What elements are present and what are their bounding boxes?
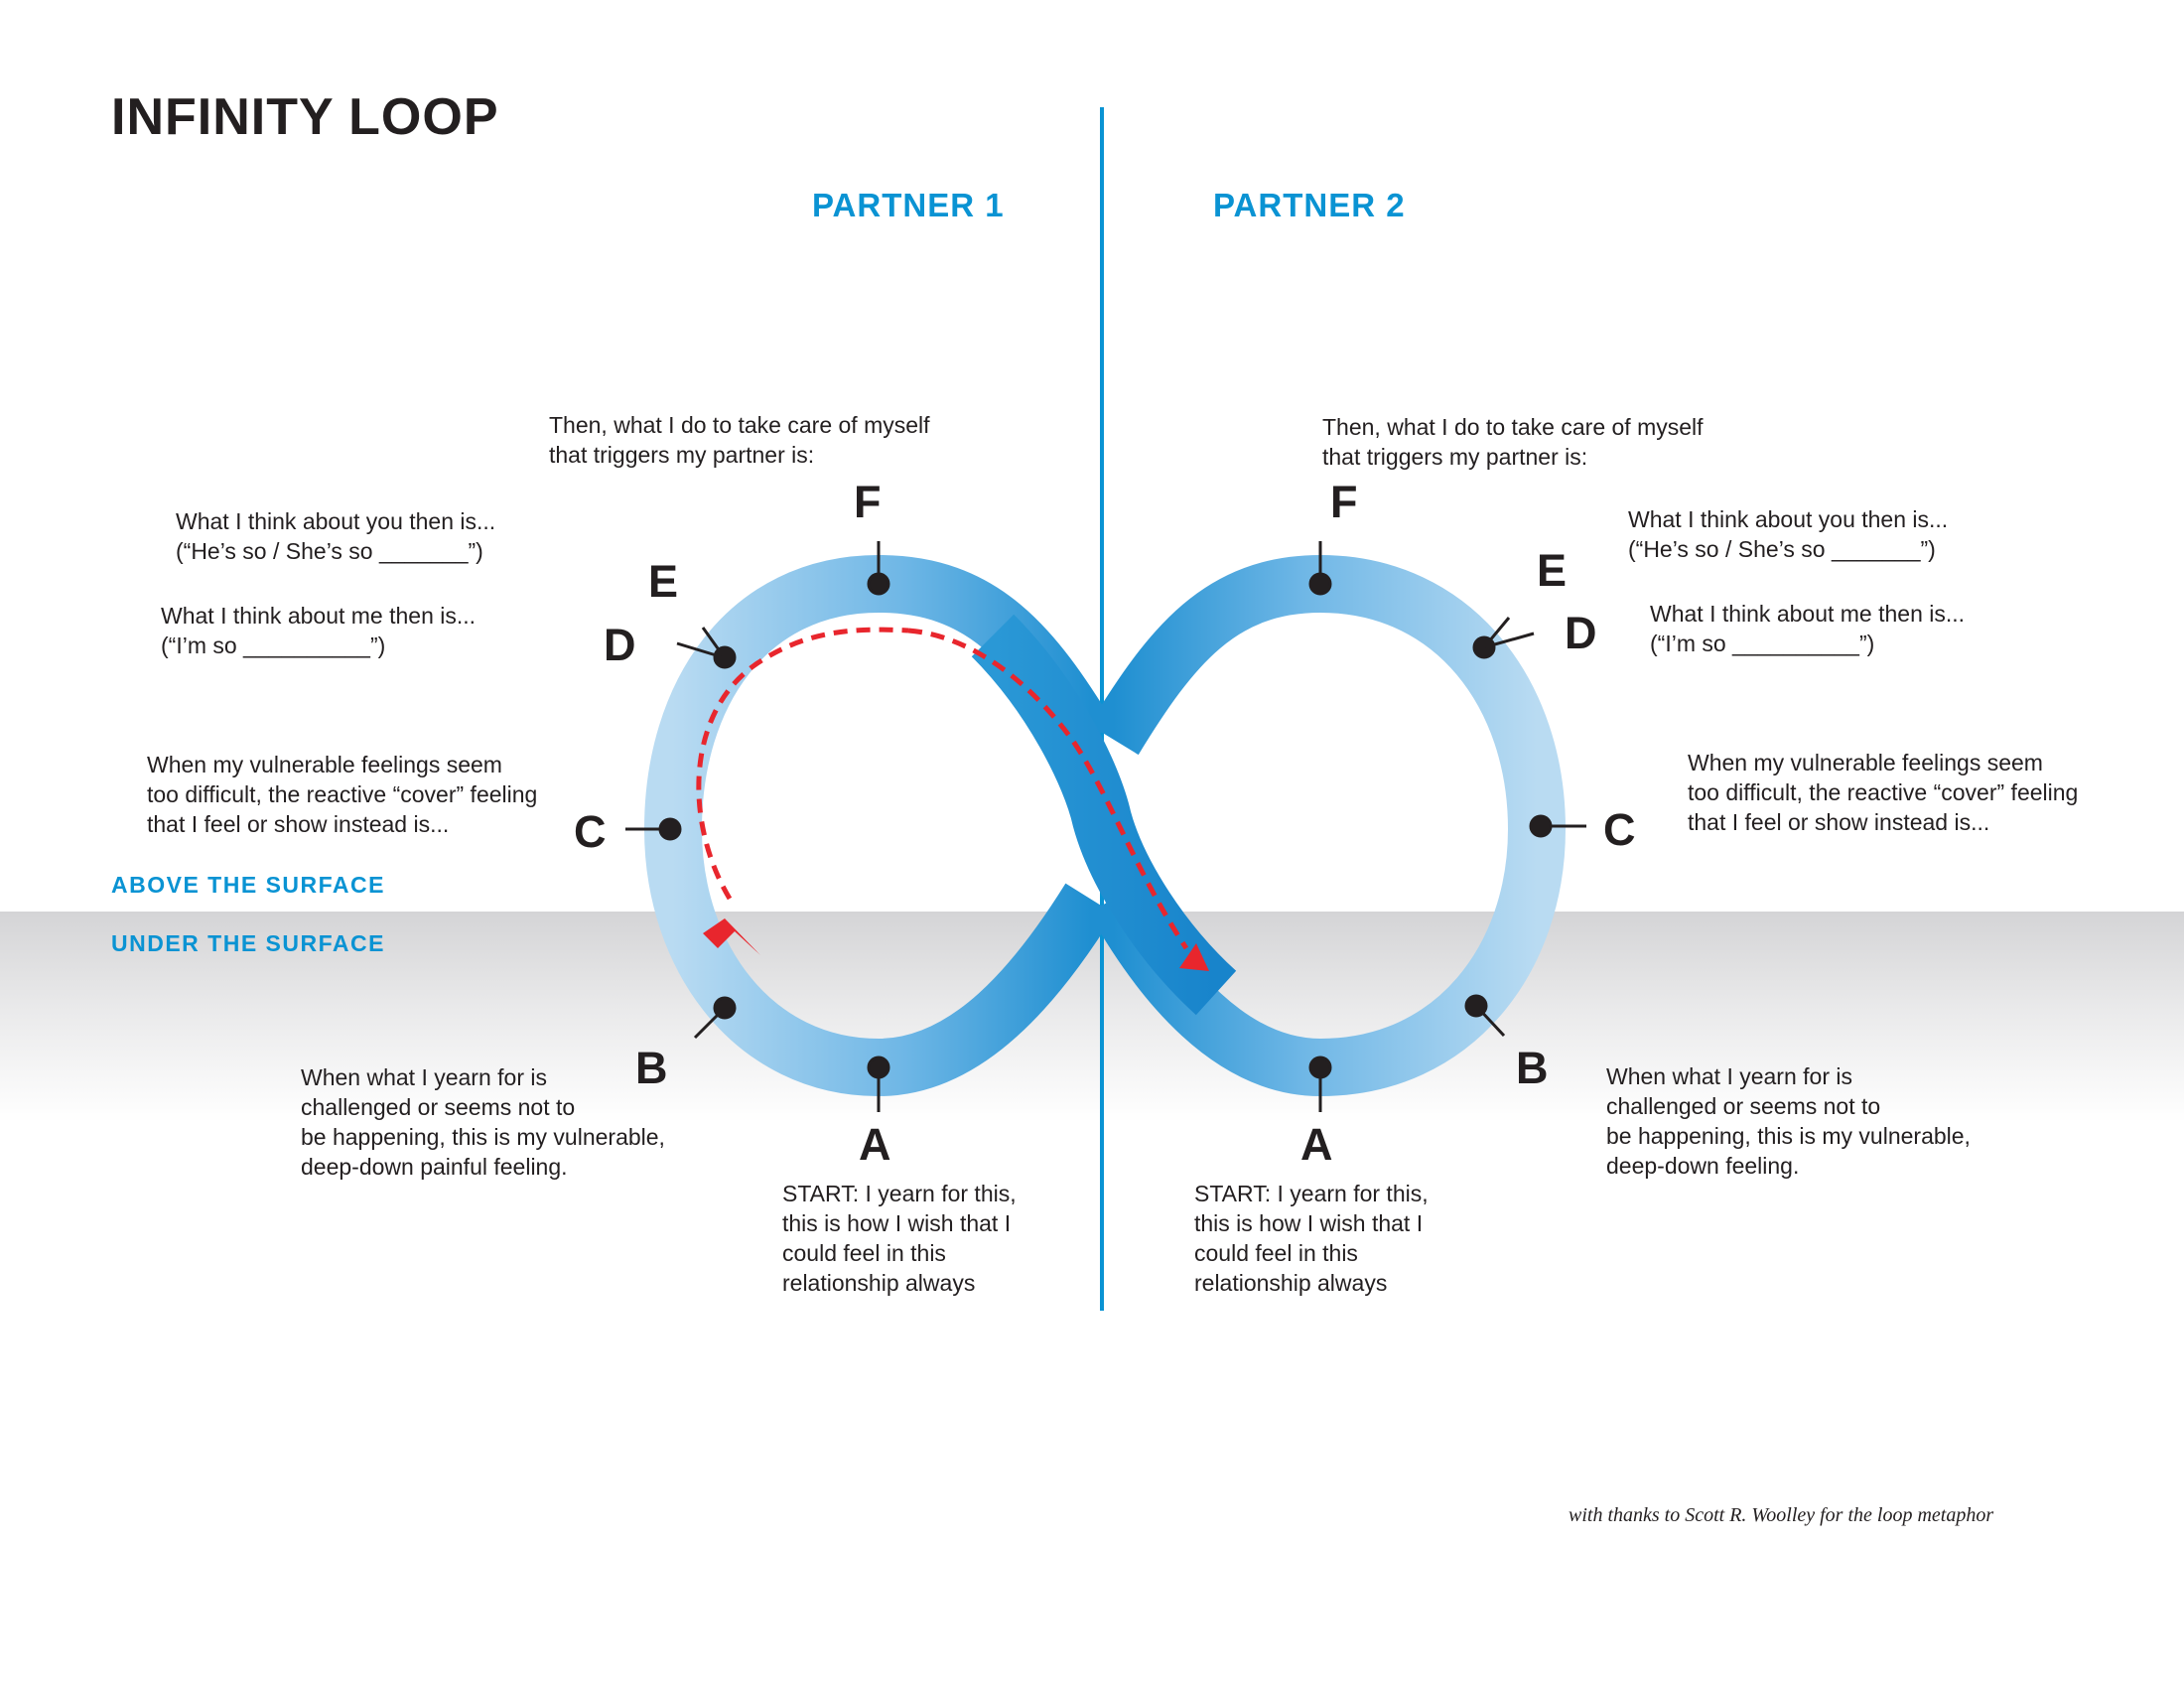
arrowhead-left <box>703 918 760 955</box>
p1-letter-e: E <box>648 556 679 607</box>
loop-crossing-band <box>971 614 1237 1016</box>
p2-letter-d: D <box>1565 608 1597 658</box>
p1-desc-a: START: I yearn for this,this is how I wi… <box>782 1181 1017 1296</box>
p1-letter-f: F <box>854 477 882 527</box>
p2-letter-f: F <box>1330 477 1358 527</box>
p2-letter-a: A <box>1300 1119 1333 1170</box>
above-surface-label: ABOVE THE SURFACE <box>111 872 385 898</box>
p2-letter-c: C <box>1603 804 1636 855</box>
cycle-arrow-left <box>696 627 909 901</box>
p1-letter-b: B <box>635 1043 668 1093</box>
p1-desc-e: What I think about you then is...(“He’s … <box>176 508 496 564</box>
under-surface-label: UNDER THE SURFACE <box>111 930 385 956</box>
p2-desc-e: What I think about you then is...(“He’s … <box>1628 506 1949 562</box>
p1-desc-d: What I think about me then is...(“I’m so… <box>161 603 477 658</box>
p1-letter-d: D <box>604 620 636 670</box>
partner2-markers <box>1308 541 1586 1112</box>
partner1-markers <box>625 541 890 1112</box>
partner1-heading: PARTNER 1 <box>812 187 1005 223</box>
page-title: INFINITY LOOP <box>111 88 499 146</box>
arrowhead-right <box>1179 943 1209 971</box>
partner2-heading: PARTNER 2 <box>1213 187 1406 223</box>
p1-letter-a: A <box>859 1119 891 1170</box>
p1-letter-c: C <box>574 806 607 857</box>
p2-letter-e: E <box>1537 545 1568 596</box>
credit-note: with thanks to Scott R. Woolley for the … <box>1569 1504 1994 1526</box>
p2-desc-d: What I think about me then is...(“I’m so… <box>1650 601 1966 656</box>
p2-letter-b: B <box>1516 1043 1549 1093</box>
p2-desc-a: START: I yearn for this,this is how I wi… <box>1194 1181 1429 1296</box>
